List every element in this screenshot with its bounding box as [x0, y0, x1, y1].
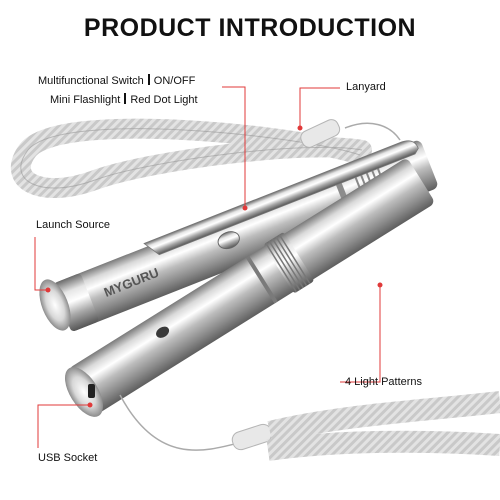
separator	[124, 93, 127, 104]
label-red-dot-text: Red Dot Light	[130, 94, 198, 106]
lanyard-strap-bottom	[119, 391, 500, 461]
label-switch-text: Multifunctional Switch	[38, 75, 144, 87]
lanyard-strap-top	[11, 118, 401, 198]
separator	[147, 74, 150, 85]
label-usb-socket: USB Socket	[38, 452, 98, 464]
usb-socket-port	[88, 384, 95, 398]
label-mini-flashlight-text: Mini Flashlight	[50, 94, 121, 106]
callout-launch-source	[34, 237, 48, 291]
label-light-patterns: 4 Light Patterns	[345, 376, 423, 388]
label-multifunctional-switch: Multifunctional Switch ON/OFF	[38, 74, 195, 87]
usb-end-cap	[64, 367, 104, 417]
label-launch-source: Launch Source	[36, 219, 110, 231]
label-on-off-text: ON/OFF	[153, 75, 196, 87]
page-title: PRODUCT INTRODUCTION	[83, 14, 417, 42]
label-flashlight-red-dot: Mini Flashlight Red Dot Light	[50, 93, 198, 106]
callout-usb-socket	[37, 404, 90, 448]
label-lanyard: Lanyard	[346, 81, 386, 93]
callout-light-patterns	[340, 285, 381, 383]
callout-lines	[34, 86, 381, 448]
flashlight-pen-bottom	[69, 159, 434, 413]
callout-lanyard	[299, 87, 340, 128]
callout-switch	[222, 86, 246, 208]
